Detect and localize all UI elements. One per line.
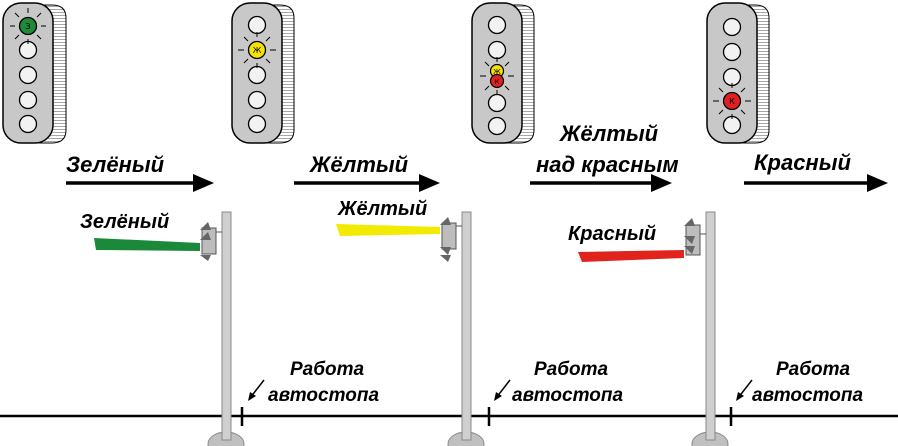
indication-1: Зелёный [66, 152, 214, 192]
autostop-label-line1: Работа [534, 359, 609, 380]
indication-3: Жёлтый над красным [530, 121, 679, 192]
right-arrow-icon [193, 174, 214, 192]
autostop-3: Работа автостопа [729, 359, 863, 426]
signal-2-lamps [247, 15, 267, 134]
lamp-letter: Ж [253, 46, 262, 55]
autostop-2: Работа автостопа [487, 359, 623, 426]
light-signal-4: К [706, 2, 770, 144]
autostop-label-line2: автостопа [512, 385, 623, 406]
green-lamp-rays [10, 8, 46, 44]
yellow-red-lamp-rays [480, 57, 514, 95]
semaphore-label: Зелёный [80, 211, 169, 233]
light-signal-2: Ж [231, 2, 295, 144]
lamp-letter: З [25, 22, 30, 31]
lamp-letter: К [495, 78, 500, 86]
indication-label: Жёлтый [309, 152, 409, 177]
yellow-lamp-rays [238, 32, 276, 68]
indication-label-line1: Жёлтый [559, 121, 659, 146]
light-signal-3: Ж К [471, 2, 535, 144]
indication-4: Красный [744, 150, 888, 192]
autostop-1: Работа автостопа [240, 359, 379, 426]
semaphore-label: Жёлтый [337, 198, 427, 220]
arrow-icon [494, 392, 502, 401]
autostop-label-line2: автостопа [752, 385, 863, 406]
lamp-letter: К [729, 97, 735, 106]
lamp-letter: Ж [493, 68, 501, 76]
right-arrow-icon [651, 174, 672, 192]
autostop-label-line2: автостопа [268, 385, 379, 406]
semaphore-2: Жёлтый [336, 198, 485, 446]
indication-label: Зелёный [66, 152, 165, 177]
semaphore-arm-red [578, 250, 684, 262]
signal-1-lamps [18, 16, 38, 134]
light-signal-1: З [2, 2, 67, 144]
autostop-label-line1: Работа [776, 359, 851, 380]
semaphore-label: Красный [568, 223, 656, 245]
semaphore-3: Красный [568, 211, 729, 446]
indication-label-line2: над красным [536, 152, 679, 177]
semaphore-1: Зелёный [80, 211, 245, 446]
signal-3-lamps [487, 15, 507, 136]
right-arrow-icon [867, 174, 888, 192]
indication-2: Жёлтый [294, 152, 440, 192]
arrow-icon [248, 392, 256, 401]
signal-4-lamps [722, 17, 742, 135]
semaphore-arm-green [94, 238, 200, 251]
indication-label: Красный [754, 150, 852, 175]
arrow-icon [736, 392, 744, 401]
semaphore-arm-yellow [336, 224, 440, 236]
right-arrow-icon [419, 174, 440, 192]
autostop-label-line1: Работа [290, 359, 365, 380]
red-lamp-rays [713, 83, 751, 119]
